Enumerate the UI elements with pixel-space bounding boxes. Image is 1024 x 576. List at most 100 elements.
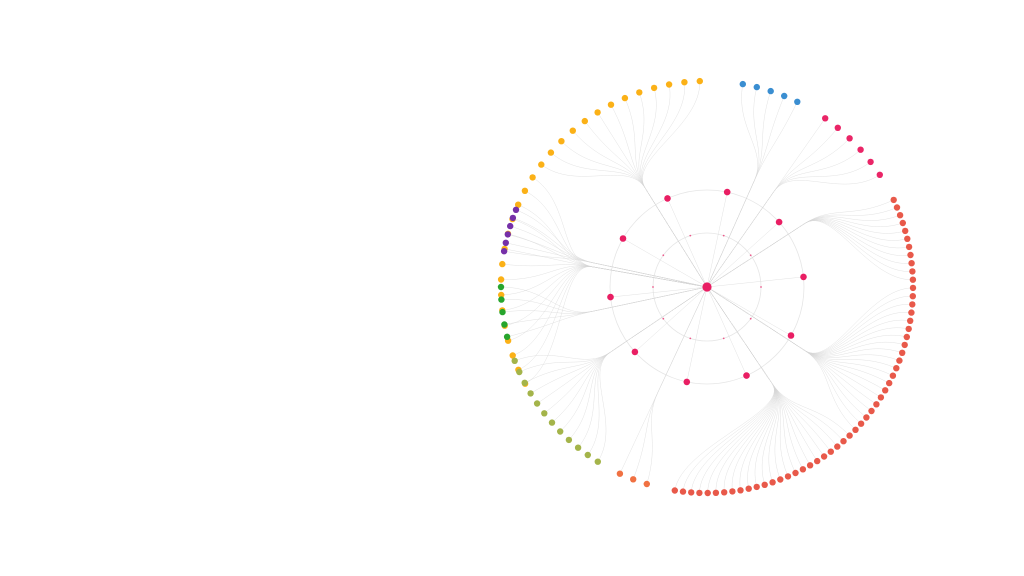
leaf-link (706, 286, 912, 355)
coral-right-leaf-node (745, 485, 752, 492)
yellow-leaf-node (515, 201, 522, 208)
coral-right-leaf-node (908, 260, 915, 267)
yellow-leaf-node (696, 77, 703, 85)
coral-right-leaf-node (901, 341, 908, 349)
leaf-link (706, 161, 871, 288)
hub-node (775, 218, 783, 226)
root-hub-link (622, 238, 708, 288)
leaf-link (706, 286, 796, 474)
coral-right-leaf-node (904, 235, 911, 242)
olive-leaf-node (565, 436, 573, 444)
coral-right-leaf-node (893, 365, 900, 372)
olive-leaf-node (594, 458, 601, 465)
leaf-link (706, 286, 903, 357)
coral-right-leaf-node (863, 414, 870, 421)
leaf-link (706, 286, 872, 412)
leaf-link (512, 218, 708, 288)
leaf-link (502, 263, 708, 288)
leaf-link (706, 127, 838, 288)
leaf-link (706, 286, 850, 436)
leaf-link (518, 204, 708, 288)
hub-node (619, 235, 627, 242)
leaf-link (682, 286, 775, 492)
leaf-link (706, 138, 850, 288)
blue-leaf-node (794, 98, 801, 106)
purple-leaf-node (512, 206, 520, 213)
inner-dot (722, 234, 725, 237)
leaf-link (706, 219, 910, 288)
coral-right-leaf-node (909, 276, 917, 283)
blue-leaf-node (753, 83, 760, 91)
leaf-link (706, 101, 798, 288)
coral-right-leaf-node (899, 349, 906, 356)
hub-node (723, 188, 731, 196)
coral-right-leaf-node (882, 387, 889, 394)
leaf-link (641, 84, 708, 288)
hub-node (607, 293, 614, 301)
yellow-leaf-node (558, 138, 565, 145)
leaf-link (512, 217, 708, 288)
leaf-link (706, 286, 776, 492)
hub-node (743, 372, 750, 379)
purple-leaf-node (509, 214, 517, 222)
leaf-link (706, 286, 825, 457)
leaf-link (641, 82, 708, 288)
inner-dot (722, 337, 725, 340)
yellow-leaf-node (681, 79, 688, 86)
leaf-link (541, 164, 708, 288)
leaf-link (706, 286, 811, 466)
coral-right-leaf-node (896, 212, 904, 219)
olive-leaf-node (533, 400, 541, 407)
root-hub-link (610, 286, 708, 298)
leaf-link (706, 95, 785, 288)
coral-right-leaf-node (909, 268, 916, 275)
leaf-link (706, 286, 777, 491)
coral-right-leaf-node (784, 473, 792, 480)
coral-right-leaf-node (905, 243, 913, 251)
crimson-leaf-node (867, 158, 874, 166)
coral-right-leaf-node (792, 469, 799, 477)
coral-right-leaf-node (909, 293, 916, 300)
leaf-link (530, 286, 708, 394)
leaf-link (502, 266, 708, 311)
coral-right-leaf-node (679, 488, 687, 495)
crimson-leaf-node (822, 115, 829, 122)
crimson-leaf-node (876, 171, 883, 178)
inner-dot (652, 286, 654, 288)
leaf-link (706, 286, 777, 489)
leaf-link (706, 91, 771, 288)
root-hub-link (706, 276, 804, 288)
coral-right-leaf-node (852, 426, 859, 433)
olive-leaf-node (516, 368, 523, 376)
leaf-link (624, 98, 708, 288)
leaf-link (500, 286, 708, 313)
hub-node (787, 332, 795, 339)
inner-dot (689, 234, 692, 237)
crimson-leaf-node (834, 124, 841, 131)
leaf-link (706, 286, 897, 369)
coral-right-leaf-node (840, 438, 847, 445)
coral-right-leaf-node (737, 487, 744, 494)
root-hub-link (667, 198, 708, 288)
coral-right-leaf-node (907, 251, 914, 259)
coral-right-leaf-node (712, 489, 720, 496)
coral-right-leaf-node (846, 432, 853, 439)
leaf-link (512, 266, 708, 356)
inner-dot (662, 254, 665, 257)
olive-leaf-node (557, 428, 564, 435)
coral-right-leaf-node (753, 483, 760, 491)
coral-right-leaf-node (827, 448, 834, 455)
hub-node (631, 348, 639, 356)
inner-dot (662, 317, 665, 320)
leaf-link (706, 286, 914, 354)
olive-leaf-node (527, 390, 534, 397)
inner-dot (749, 317, 752, 320)
coral-right-leaf-node (877, 394, 885, 401)
purple-leaf-node (504, 231, 511, 238)
leaf-link (706, 286, 838, 447)
leaf-link (646, 286, 708, 485)
leaf-link (638, 92, 708, 288)
leaf-link (706, 220, 912, 288)
yellow-leaf-node (569, 127, 576, 134)
